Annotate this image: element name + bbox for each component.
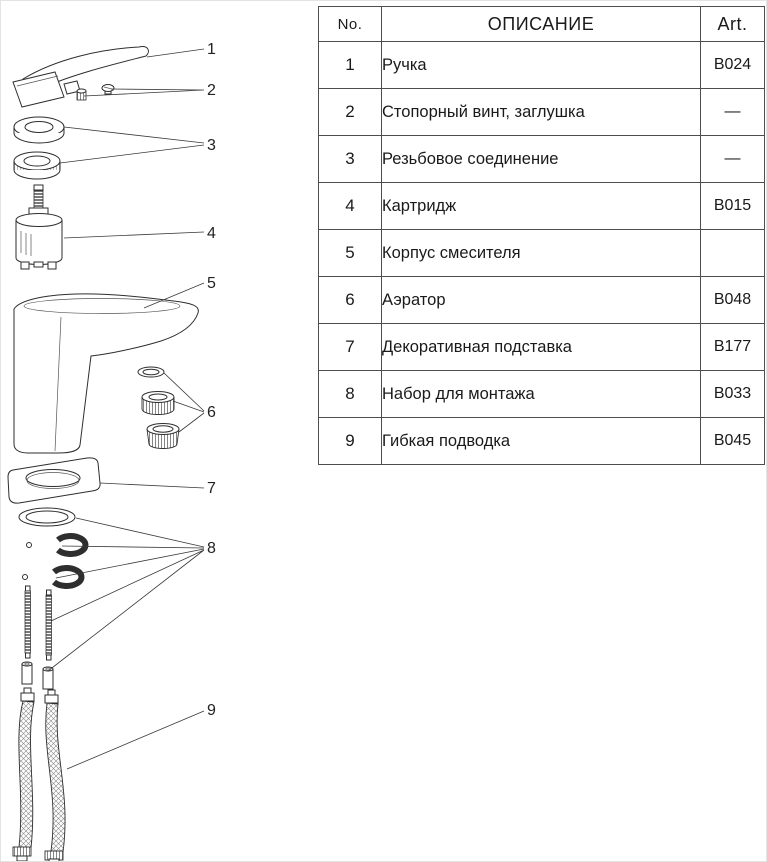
cell-art: B045 [700,417,765,465]
header-art: Art. [700,6,765,42]
label-8: 8 [207,540,216,557]
label-6: 6 [207,404,216,421]
cell-art: B015 [700,182,765,230]
header-no: No. [318,6,382,42]
cell-art: — [700,88,765,136]
parts-table-container: No. ОПИСАНИЕ Art. 1 Ручка B024 2 Стопорн… [318,6,765,465]
table-row: 1 Ручка B024 [318,41,765,89]
table-row: 9 Гибкая подводка B045 [318,417,765,465]
label-9: 9 [207,702,216,719]
faucet-body-part [13,293,199,454]
handle-part [12,46,149,108]
cell-description: Набор для монтажа [381,370,701,418]
cell-description: Корпус смесителя [381,229,701,277]
set-screw-plug-part [76,84,115,101]
cell-no: 6 [318,276,382,324]
cell-no: 5 [318,229,382,277]
cell-no: 2 [318,88,382,136]
cell-art: B033 [700,370,765,418]
cell-description: Резьбовое соединение [381,135,701,183]
table-row: 3 Резьбовое соединение — [318,135,765,183]
table-row: 2 Стопорный винт, заглушка — [318,88,765,136]
label-3: 3 [207,137,216,154]
flexible-hoses-part [12,687,66,861]
table-row: 6 Аэратор B048 [318,276,765,324]
cell-description: Аэратор [381,276,701,324]
cell-art [700,229,765,277]
cell-art: B048 [700,276,765,324]
cartridge-part [15,184,63,270]
cell-art: B177 [700,323,765,371]
cell-no: 7 [318,323,382,371]
base-plate-part [7,457,101,504]
table-row: 4 Картридж B015 [318,182,765,230]
cell-no: 4 [318,182,382,230]
label-1: 1 [207,41,216,58]
cell-no: 1 [318,41,382,89]
label-7: 7 [207,480,216,497]
label-4: 4 [207,225,216,242]
table-row: 5 Корпус смесителя [318,229,765,277]
table-row: 8 Набор для монтажа B033 [318,370,765,418]
exploded-view-drawing: 1 2 3 4 5 6 7 8 9 [1,1,318,861]
parts-table: No. ОПИСАНИЕ Art. 1 Ручка B024 2 Стопорн… [318,6,765,465]
label-5: 5 [207,275,216,292]
cell-no: 3 [318,135,382,183]
cell-description: Ручка [381,41,701,89]
cell-description: Гибкая подводка [381,417,701,465]
cell-no: 8 [318,370,382,418]
cell-description: Картридж [381,182,701,230]
cell-description: Стопорный винт, заглушка [381,88,701,136]
label-2: 2 [207,82,216,99]
cell-description: Декоративная подставка [381,323,701,371]
table-row: 7 Декоративная подставка B177 [318,323,765,371]
header-description: ОПИСАНИЕ [381,6,701,42]
cell-art: B024 [700,41,765,89]
cell-art: — [700,135,765,183]
mounting-kit-part [18,507,89,690]
cell-no: 9 [318,417,382,465]
part-number-labels: 1 2 3 4 5 6 7 8 9 [207,41,216,719]
aerator-part [137,366,180,449]
leader-lines [47,48,205,770]
table-header-row: No. ОПИСАНИЕ Art. [318,6,765,42]
threaded-rings-part [13,116,65,180]
